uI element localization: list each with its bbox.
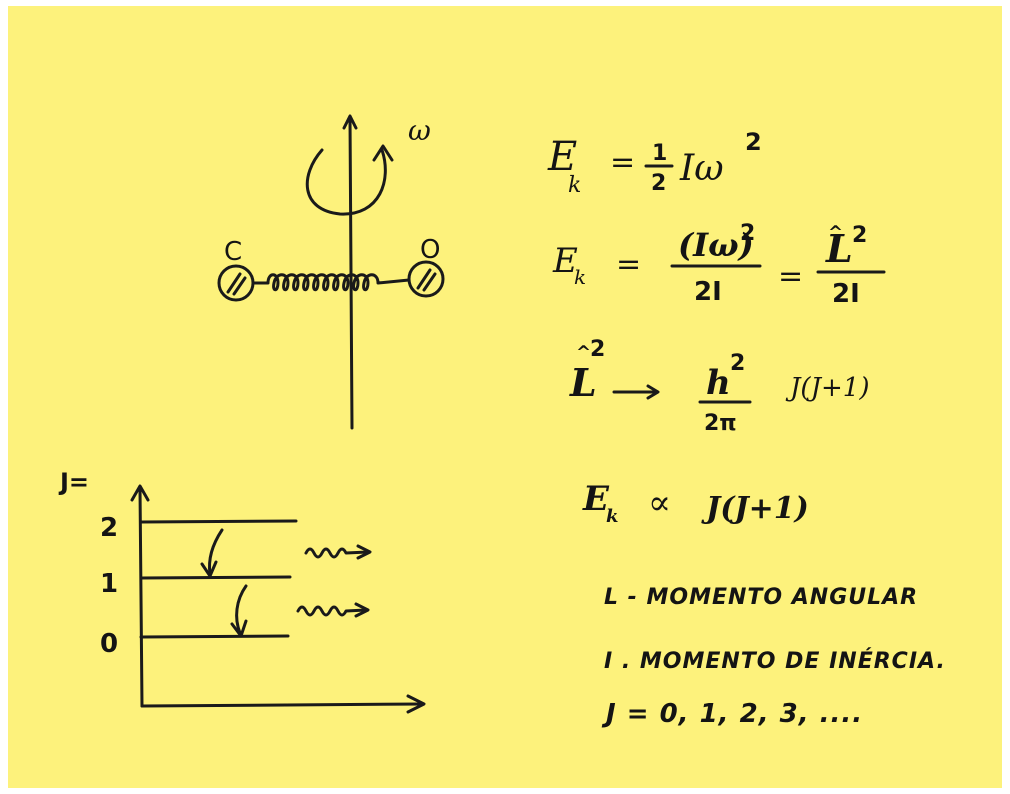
photon-arrowhead-1 [356,544,372,560]
eq2-equals-2: = [778,259,803,294]
eq4-j-factor: J(J+1) [701,491,809,526]
rotating-molecule: ω C O [217,114,445,430]
eq3-h-exponent: 2 [730,351,745,376]
eq3-arrowhead [646,384,660,400]
rotation-arc-arrowhead [372,144,394,162]
eq2-l: L [825,226,853,271]
eq2-hat: ^ [828,222,843,243]
eq1-i-omega: Iω [679,148,724,189]
rotation-arc [305,148,387,216]
equation-angular-momentum: E k = (Iω) 2 2I = ^ L 2 2I [552,221,886,309]
eq3-l: L [569,360,597,405]
horizontal-axis [140,702,424,708]
eq1-sub: k [568,173,581,198]
level-line-0 [139,634,290,639]
eq2-denominator: 2I [694,277,722,307]
note-moment-of-inertia: I . MOMENTO DE INÉRCIA. [604,648,946,674]
eq4-e: E [582,479,610,519]
energy-axis [138,486,144,708]
photon-wave-1 [304,547,370,559]
yellow-paper [8,6,1002,788]
atom-right-label: O [420,235,440,265]
eq2-equals: = [616,247,641,282]
transition-arrowhead-1-0 [230,619,248,638]
eq3-h: h [706,363,731,403]
eq2-l-exponent: 2 [852,223,867,248]
eq3-denominator: 2π [704,411,737,436]
eq1-e: E [547,134,577,180]
spring-bond [251,273,411,292]
level-label-2: 2 [100,513,118,543]
eq1-numerator: 1 [652,141,667,166]
atom-left-sphere [217,264,255,302]
eq2-numerator-exponent: 2 [740,221,755,246]
atom-hatching [226,268,437,296]
photon-wave-2 [296,605,368,617]
eq3-hat: ^ [576,342,591,363]
level-label-0: 0 [100,629,118,659]
eq2-sub: k [574,265,586,289]
j-axis-label: J= [58,468,89,496]
transition-arrow-1-0 [235,584,248,635]
eq4-proportional: ∝ [648,483,671,523]
level-label-1: 1 [100,569,118,599]
atom-right-sphere [407,260,445,298]
eq2-numerator: (Iω) [678,226,754,264]
transition-arrow-2-1 [208,528,224,576]
horizontal-axis-arrowhead [406,694,426,714]
note-j-values: J = 0, 1, 2, 3, .... [601,699,863,729]
rotation-axis [348,116,354,430]
level-line-1 [139,575,292,580]
omega-label: ω [408,114,431,147]
eq1-equals: = [610,145,635,180]
eq2-denominator-2: 2I [832,279,860,309]
eq1-exponent: 2 [745,128,762,156]
photon-arrowhead-2 [354,602,370,618]
equation-kinetic-energy: E k = 1 2 Iω 2 [547,128,762,198]
level-line-2 [139,519,298,524]
energy-axis-arrowhead [130,484,150,502]
atom-left-label: C [224,237,242,267]
note-angular-momentum: L - MOMENTO ANGULAR [604,585,918,610]
rotation-axis-arrowhead [342,114,358,130]
eq2-e: E [552,241,578,281]
eq3-j-factor: J(J+1) [785,373,869,403]
eq3-l-exponent: 2 [590,337,605,362]
notes: L - MOMENTO ANGULAR I . MOMENTO DE INÉRC… [601,585,946,729]
eq4-sub: k [606,506,618,527]
eq1-denominator: 2 [651,171,666,196]
equation-proportionality: E k ∝ J(J+1) [582,479,809,527]
energy-levels: J= 2 1 0 [58,468,426,714]
equation-quantization: ^ L 2 h 2 2π J(J+1) [569,337,869,436]
transition-arrowhead-2-1 [200,560,218,578]
